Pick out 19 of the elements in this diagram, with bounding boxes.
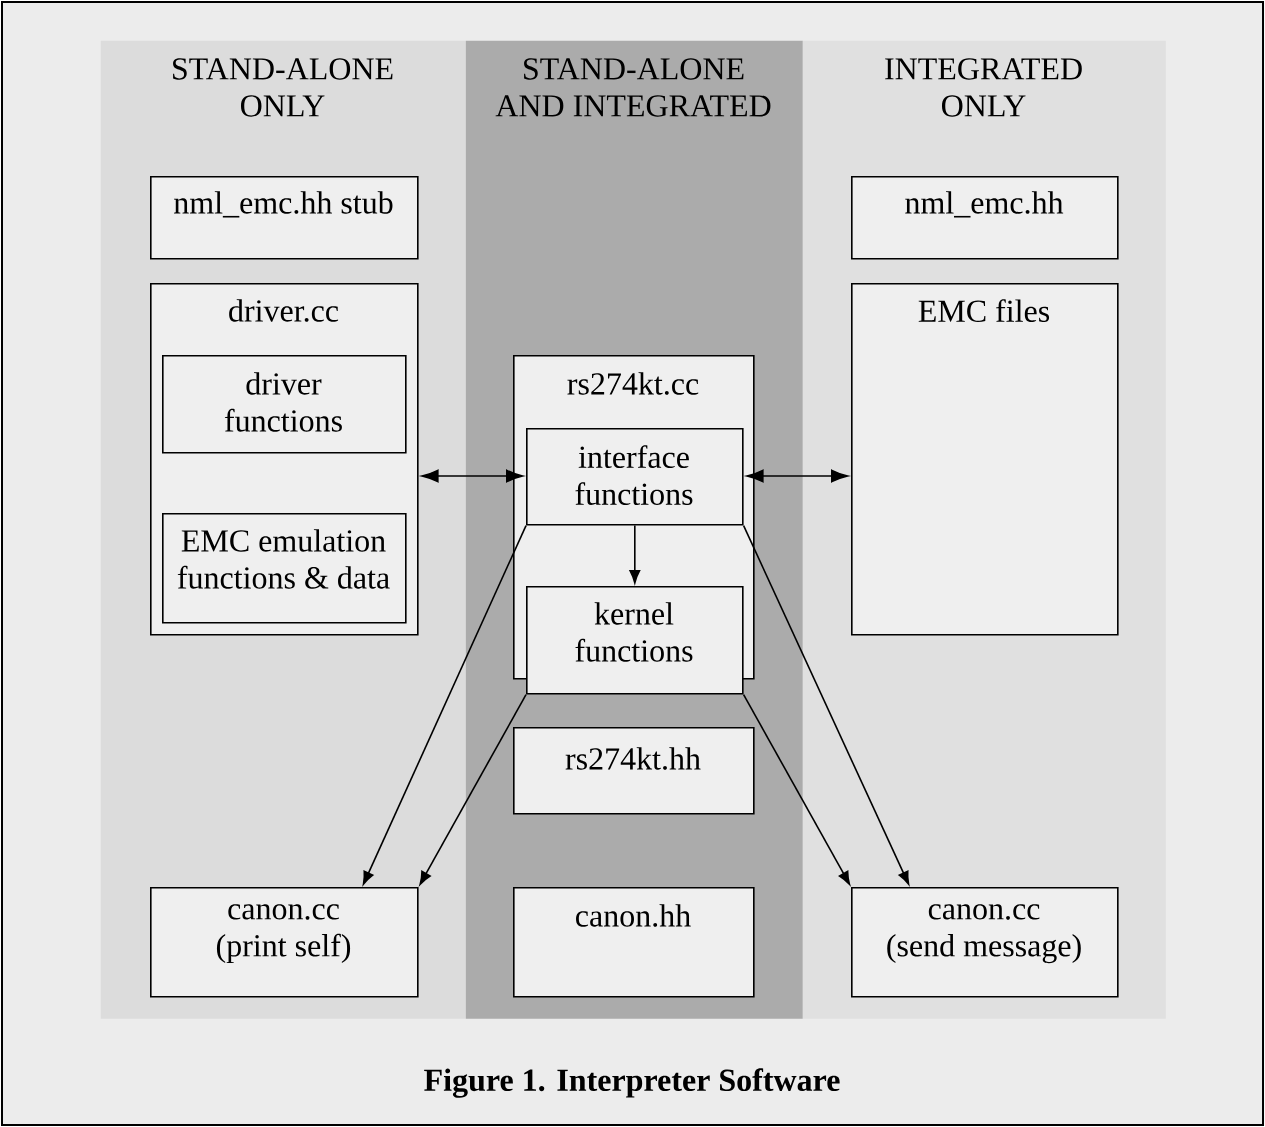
arrow xyxy=(629,524,641,584)
arrow xyxy=(362,524,527,885)
file-box: canon.cc (send message) xyxy=(851,887,1119,998)
arrow xyxy=(742,524,910,885)
function-box: EMC emulation functions & data xyxy=(162,513,407,624)
file-box: rs274kt.hh xyxy=(513,727,755,815)
arrow xyxy=(419,693,527,885)
figure-caption: Figure 1. Interpreter Software xyxy=(424,1068,840,1098)
function-box: driver functions xyxy=(162,355,407,454)
file-box: canon.cc (print self) xyxy=(150,887,419,998)
arrow xyxy=(746,469,849,483)
file-box: canon.hh xyxy=(513,887,755,998)
file-box: nml_emc.hh xyxy=(851,176,1119,260)
file-box: EMC files xyxy=(851,283,1119,636)
arrow xyxy=(742,693,851,885)
function-box: kernel functions xyxy=(526,586,744,695)
file-box: nml_emc.hh stub xyxy=(150,176,419,260)
arrow xyxy=(421,469,524,483)
function-box: interface functions xyxy=(526,428,744,526)
